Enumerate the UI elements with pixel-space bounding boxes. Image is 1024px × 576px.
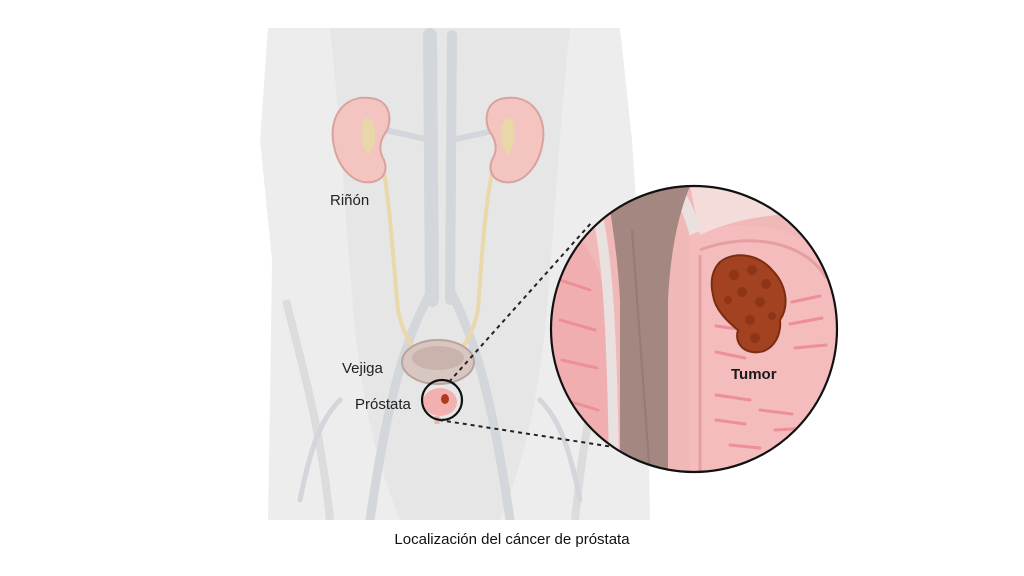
- tumor-icon: [710, 254, 787, 354]
- label-bladder: Vejiga: [342, 360, 383, 377]
- ureter-icon: [376, 144, 500, 357]
- label-tumor: Tumor: [731, 366, 777, 383]
- blood-vessels-icon: [297, 28, 583, 520]
- prostate-icon: [423, 388, 457, 424]
- figure-caption: Localización del cáncer de próstata: [394, 531, 630, 548]
- anatomy-diagram: [260, 28, 839, 520]
- zoom-connector-lines: [438, 221, 666, 456]
- zoom-inset: [549, 184, 839, 474]
- label-prostate: Próstata: [355, 396, 411, 413]
- bladder-icon: [401, 339, 475, 385]
- kidney-icon: [331, 96, 545, 184]
- label-kidney: Riñón: [330, 192, 370, 209]
